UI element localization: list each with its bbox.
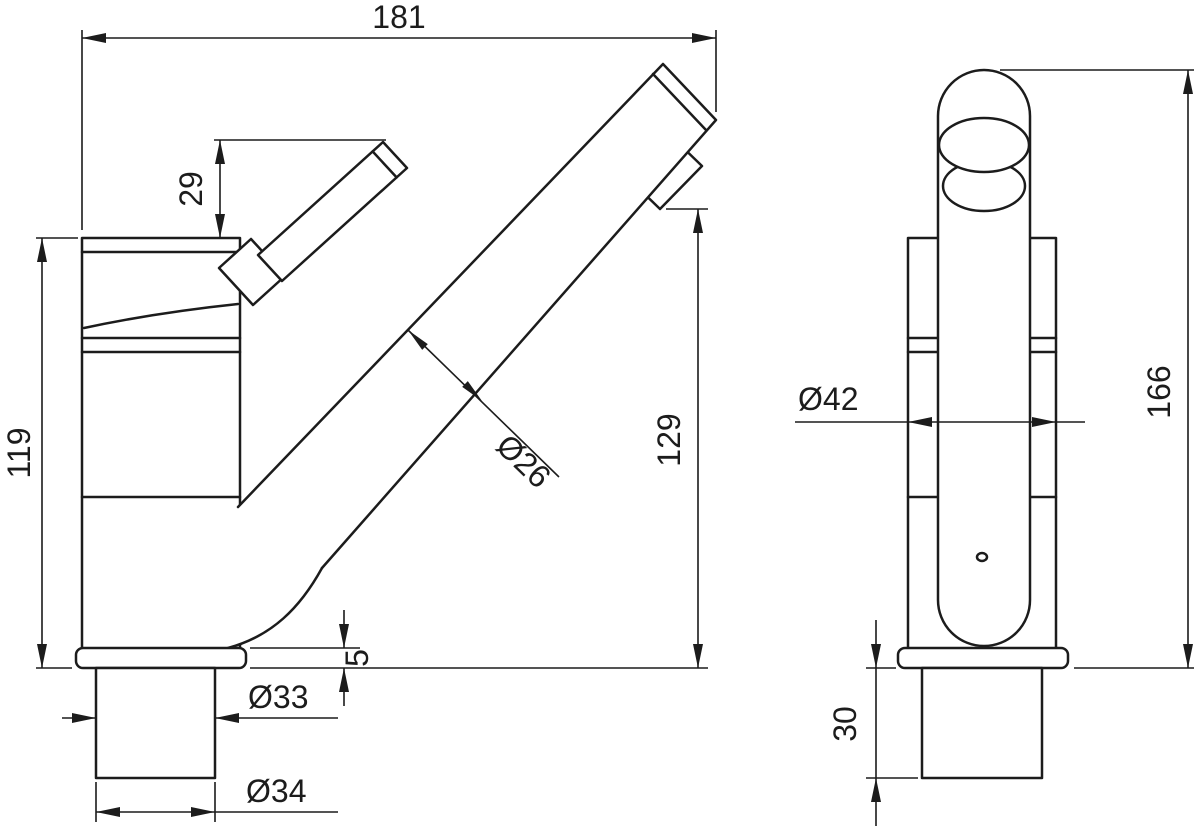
front-view — [896, 68, 1070, 780]
arrow-down — [215, 214, 225, 238]
dim-front-body-diameter: Ø42 — [795, 381, 1085, 427]
dim-label-outlet-height: 129 — [651, 413, 687, 466]
dim-label-body-height: 119 — [1, 427, 37, 478]
spout-base-curve — [226, 566, 324, 650]
arrow-up — [693, 209, 703, 233]
arrow-upper — [408, 330, 428, 350]
arrow-up — [871, 778, 881, 802]
dim-label-front-body-diameter: Ø42 — [798, 381, 858, 417]
arrow-down — [693, 644, 703, 668]
dim-label-shank-length: 30 — [827, 706, 863, 742]
dim-outlet-height: 129 — [250, 208, 708, 669]
dim-shank-diameter: Ø34 — [95, 773, 338, 822]
dim-label-overall-width: 181 — [372, 0, 425, 35]
dim-plate-thickness: 5 — [250, 610, 375, 706]
arrow-up — [215, 140, 225, 164]
arrow-lower — [462, 381, 482, 401]
front-column — [936, 68, 1032, 648]
front-shank — [920, 666, 1044, 780]
arrow-up — [1183, 70, 1193, 94]
arrow-right — [692, 33, 716, 43]
spout-fill — [228, 64, 716, 648]
dim-handle-offset: 29 — [173, 139, 386, 238]
dim-body-height: 119 — [1, 237, 78, 669]
arrow-left — [96, 807, 120, 817]
arrow-down — [37, 644, 47, 668]
dim-label-shank-diameter: Ø34 — [246, 773, 306, 809]
spout-outline — [236, 62, 718, 570]
handle-lever — [256, 140, 409, 283]
arrow-down — [339, 624, 349, 648]
dim-collar-diameter: Ø33 — [62, 679, 338, 723]
dim-overall-height: 166 — [1000, 69, 1194, 669]
side-view — [74, 62, 718, 780]
base-plate — [74, 646, 248, 670]
dim-shank-length: 30 — [827, 620, 918, 826]
spout-cap-line — [651, 72, 708, 132]
arrow-left — [908, 417, 932, 427]
arrow-down — [871, 644, 881, 668]
dim-label-handle-offset: 29 — [173, 171, 209, 207]
handle-cap-line — [371, 150, 398, 179]
dim-label-collar-diameter: Ø33 — [248, 679, 308, 715]
arrow-up — [37, 238, 47, 262]
arrow-down — [1183, 644, 1193, 668]
front-hole — [975, 551, 989, 563]
dim-overall-width: 181 — [81, 0, 717, 230]
dim-label-plate-thickness: 5 — [339, 649, 375, 667]
shank — [94, 666, 217, 780]
arrow-right — [191, 807, 215, 817]
arrow-left — [82, 33, 106, 43]
front-base-plate — [896, 646, 1070, 670]
arrow-left — [215, 713, 239, 723]
knob-upper-ellipse — [937, 116, 1031, 174]
arrow-up — [339, 668, 349, 692]
dim-label-spout-diameter: Ø26 — [489, 427, 558, 495]
body-outline — [80, 236, 242, 652]
arrow-right — [1032, 417, 1056, 427]
body-skirt-curve — [82, 302, 240, 330]
dim-label-overall-height: 166 — [1141, 365, 1177, 418]
arrow-right — [72, 713, 96, 723]
